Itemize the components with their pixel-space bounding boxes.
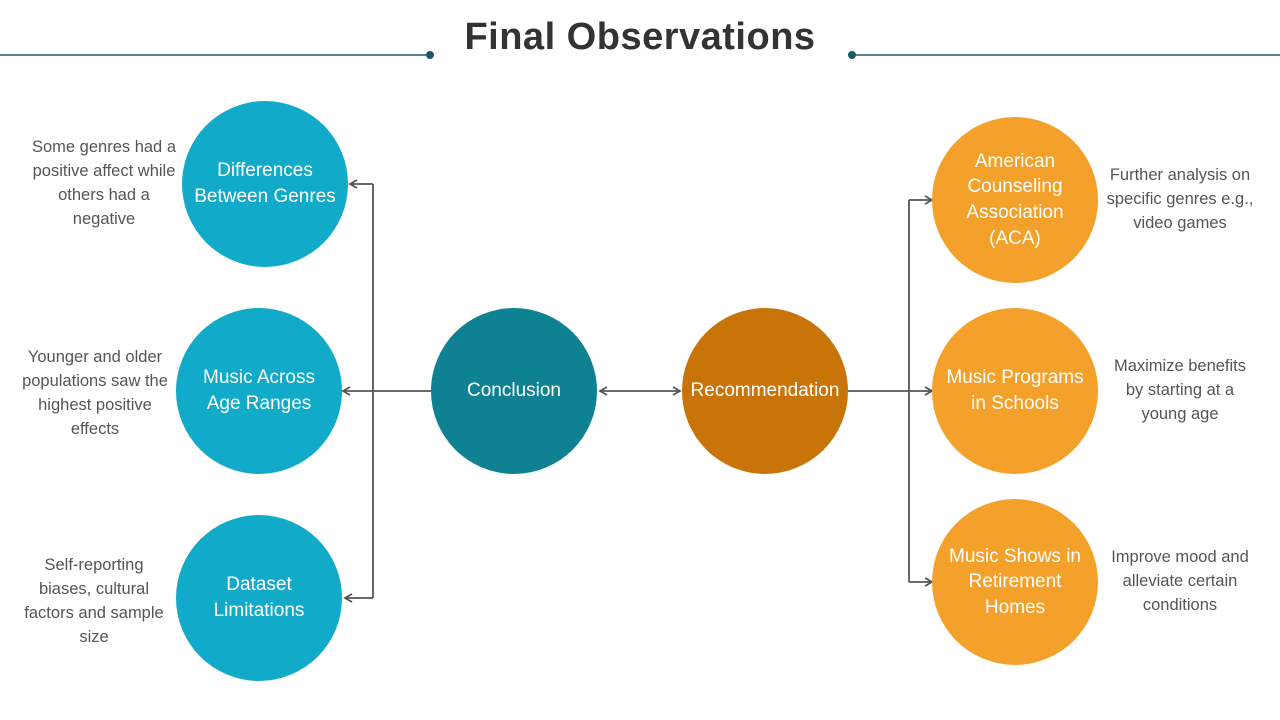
note-genres: Some genres had a positive affect while … bbox=[31, 138, 176, 228]
node-recommendation: Recommendation bbox=[682, 308, 848, 474]
node-conclusion: Conclusion bbox=[431, 308, 597, 474]
node-music-shows-in-retirement-homes: Music Shows in Retirement Homes bbox=[932, 499, 1098, 665]
node-music-across-age-ranges: Music Across Age Ranges bbox=[176, 308, 342, 474]
node-dataset-limitations: Dataset Limitations bbox=[176, 515, 342, 681]
title-rule-left-dot bbox=[426, 51, 434, 59]
note-schools: Maximize benefits by starting at a young… bbox=[1113, 357, 1247, 423]
node-label: American Counseling Association (ACA) bbox=[966, 150, 1064, 249]
note-retirement: Improve mood and alleviate certain condi… bbox=[1111, 548, 1249, 614]
node-label: Music Programs in Schools bbox=[946, 367, 1084, 414]
node-american-counseling-association: American Counseling Association (ACA) bbox=[932, 117, 1098, 283]
node-label: Music Shows in Retirement Homes bbox=[949, 545, 1081, 618]
title-rule-right-dot bbox=[848, 51, 856, 59]
node-label: Dataset Limitations bbox=[213, 574, 305, 621]
node-label: Differences Between Genres bbox=[194, 160, 336, 207]
node-label: Music Across Age Ranges bbox=[203, 367, 315, 414]
note-age-ranges: Younger and older populations saw the hi… bbox=[22, 348, 168, 438]
node-music-programs-in-schools: Music Programs in Schools bbox=[932, 308, 1098, 474]
node-label: Conclusion bbox=[467, 380, 561, 402]
note-aca: Further analysis on specific genres e.g.… bbox=[1106, 166, 1254, 232]
note-dataset: Self-reporting biases, cultural factors … bbox=[24, 556, 164, 646]
node-label: Recommendation bbox=[690, 380, 840, 402]
node-differences-between-genres: Differences Between Genres bbox=[182, 101, 348, 267]
page-title: Final Observations bbox=[464, 16, 816, 58]
